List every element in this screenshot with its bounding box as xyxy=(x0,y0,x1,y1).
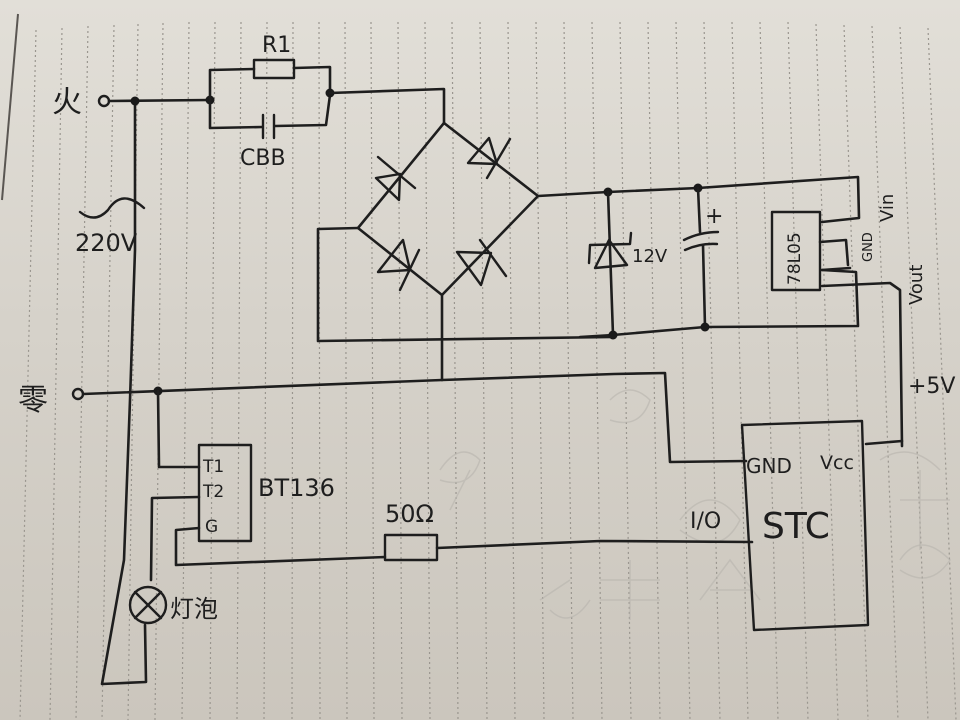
triac-gate-pin-label: G xyxy=(205,517,218,537)
ac-sine-icon xyxy=(78,197,146,219)
input-rc-network xyxy=(205,58,446,140)
zener-voltage-label: 12V xyxy=(632,246,668,267)
live-terminal xyxy=(97,94,111,108)
cap-polarity-label: + xyxy=(705,204,723,229)
mcu-io-pin-label: I/O xyxy=(690,509,721,534)
regulator-gnd-pin-label: GND xyxy=(861,232,876,262)
source-voltage-label: 220V xyxy=(75,229,138,257)
gate-resistor-label: 50Ω xyxy=(385,500,434,528)
filter-capacitor xyxy=(682,186,720,329)
resistor-r1 xyxy=(252,58,296,80)
mcu-label: STC xyxy=(762,506,830,547)
wire-neutral xyxy=(81,371,748,464)
supply-rail-label: +5V xyxy=(908,374,955,399)
notebook-rules xyxy=(1,13,957,720)
wire-left-rail xyxy=(100,99,148,686)
junction-dot xyxy=(608,330,618,340)
regulator-vout-pin-label: Vout xyxy=(906,265,927,305)
triac-bt136 xyxy=(149,389,387,582)
wire-dc-ground xyxy=(578,268,860,339)
triac-t2-pin-label: T2 xyxy=(202,482,224,502)
zener-diode xyxy=(587,190,633,337)
bleed-through xyxy=(439,389,951,620)
margin-line xyxy=(1,13,19,201)
mcu-gnd-pin-label: GND xyxy=(746,454,792,478)
junction-dot xyxy=(130,96,140,106)
lamp-label: 灯泡 xyxy=(170,595,218,623)
triac-label: BT136 xyxy=(258,474,335,502)
neutral-label: 零 xyxy=(18,383,48,418)
bridge-rectifier xyxy=(316,121,614,382)
live-label: 火 xyxy=(52,85,82,120)
lamp-icon xyxy=(128,585,168,625)
diode-icon xyxy=(374,155,417,202)
junction-dot xyxy=(700,322,710,332)
triac-t1-pin-label: T1 xyxy=(202,457,224,477)
diode-icon xyxy=(466,136,512,180)
diode-icon xyxy=(376,238,421,292)
regulator-vin-pin-label: Vin xyxy=(877,194,898,222)
gate-resistor xyxy=(383,533,754,562)
neutral-terminal xyxy=(71,387,85,401)
regulator-label: 78L05 xyxy=(785,232,805,285)
r1-label: R1 xyxy=(262,33,291,58)
wire-dc-positive xyxy=(536,175,861,224)
mcu-stc xyxy=(740,419,904,632)
regulator-78l05 xyxy=(770,210,904,448)
mcu-vcc-pin-label: Vcc xyxy=(820,452,854,474)
wire-live-main xyxy=(107,98,212,103)
diode-icon xyxy=(455,238,508,287)
cbb-label: CBB xyxy=(240,146,286,171)
